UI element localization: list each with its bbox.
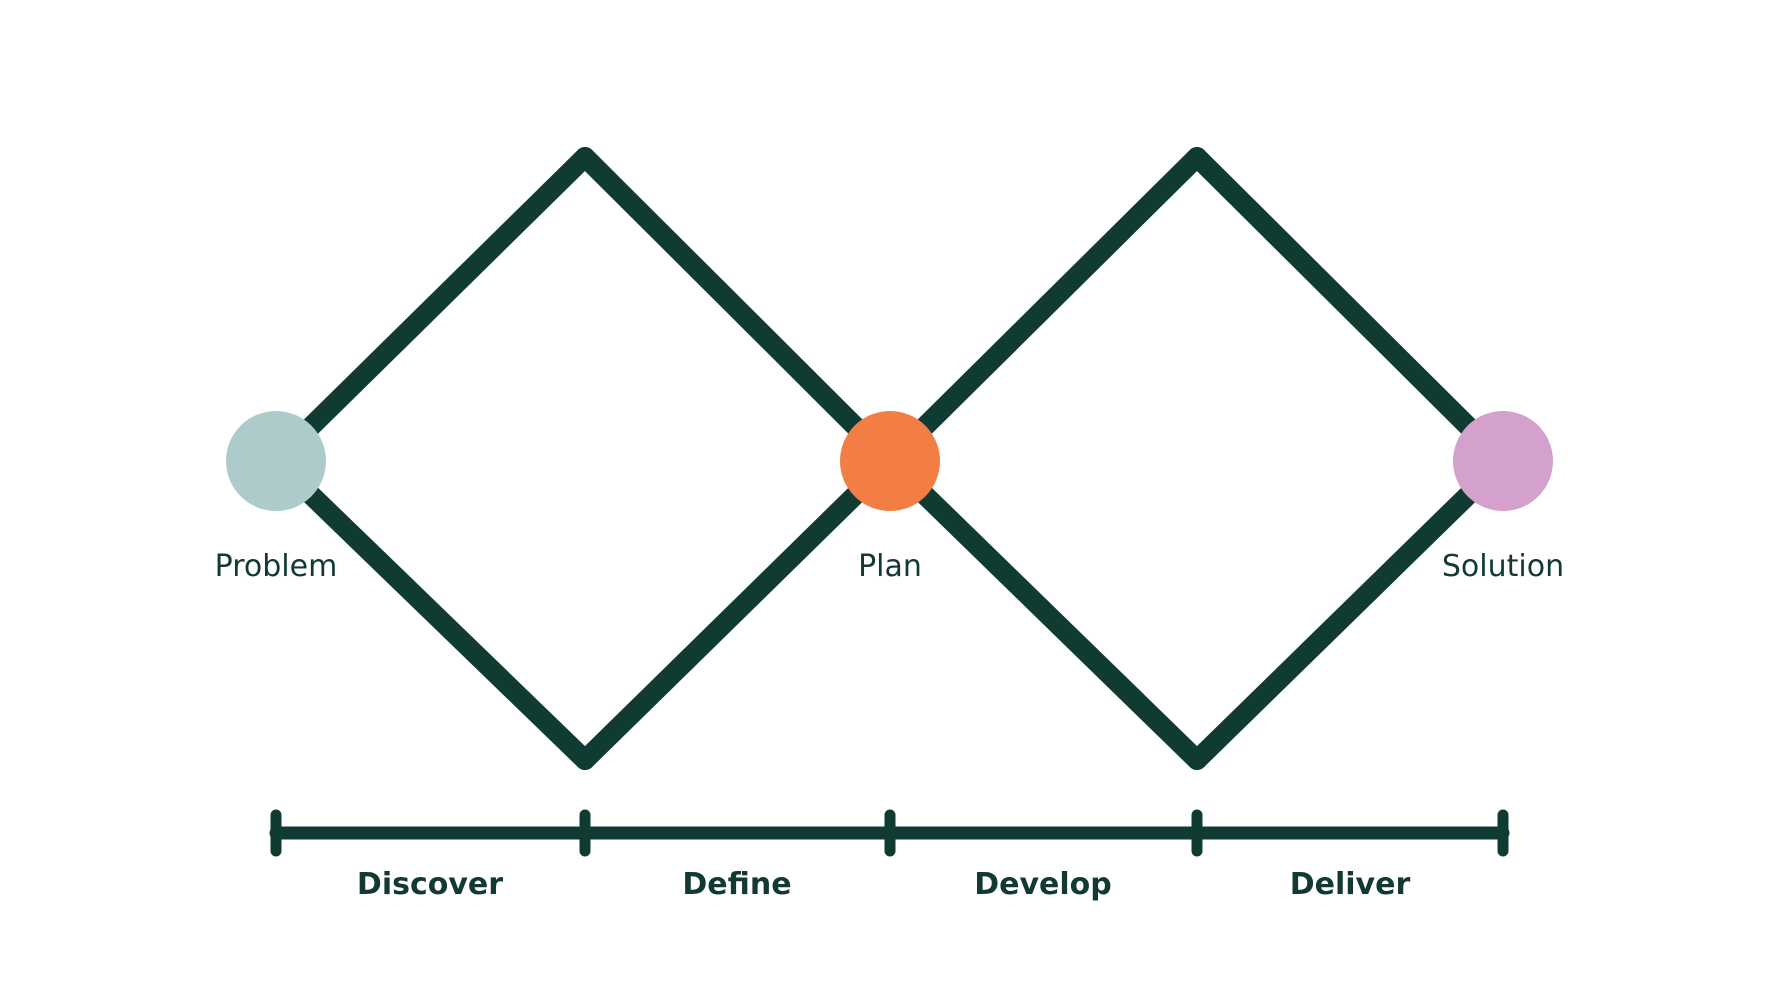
phase-label-deliver: Deliver xyxy=(1290,867,1411,902)
diamond2-upper-right-edge xyxy=(1187,147,1513,471)
diamond1-lower-left-edge xyxy=(266,451,595,770)
diamond-develop-deliver xyxy=(880,147,1513,770)
phase-label-discover: Discover xyxy=(357,867,503,902)
problem-node xyxy=(226,411,326,511)
plan-label: Plan xyxy=(858,549,922,584)
problem-label: Problem xyxy=(215,549,338,584)
plan-node xyxy=(840,411,940,511)
diamond2-lower-right-edge xyxy=(1187,451,1513,770)
solution-label: Solution xyxy=(1442,549,1564,584)
solution-node xyxy=(1453,411,1553,511)
diamond1-upper-right-edge xyxy=(575,147,900,471)
phase-label-develop: Develop xyxy=(974,867,1112,902)
diamond2-upper-left-edge xyxy=(880,147,1207,471)
diamond1-lower-right-edge xyxy=(575,451,900,770)
phase-timeline xyxy=(269,809,1510,857)
diamond2-lower-left-edge xyxy=(880,451,1207,770)
phase-label-define: Define xyxy=(682,867,791,902)
diamond1-upper-left-edge xyxy=(266,147,595,471)
diamond-discover-define xyxy=(266,147,900,770)
